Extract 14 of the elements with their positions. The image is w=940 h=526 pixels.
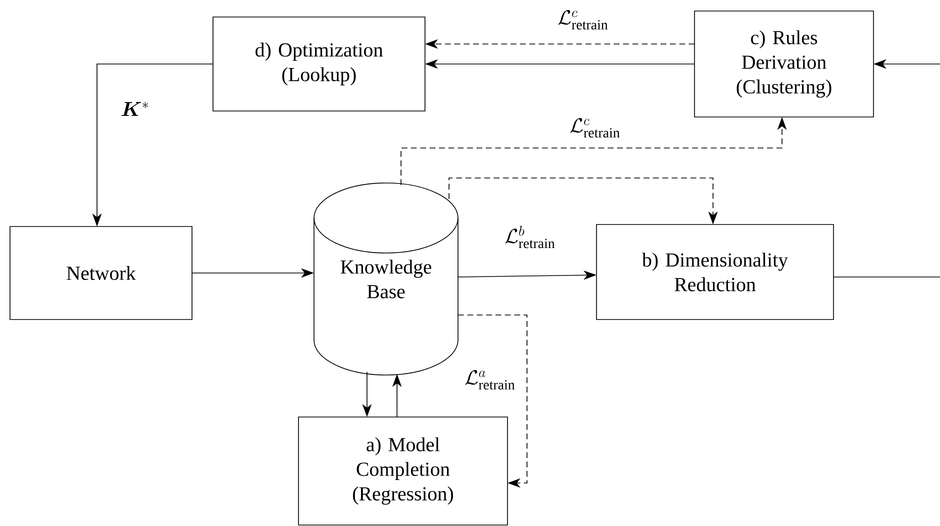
dashed-arrow xyxy=(458,314,528,488)
cylinder: Knowledge Base xyxy=(314,182,458,376)
process-box: b) Dimensionality Reduction xyxy=(596,224,834,320)
line xyxy=(833,276,940,278)
node-label: Knowledge Base xyxy=(340,260,432,298)
edge-label: $\mathcal{L}^{c}_{\mathrm{retrain}}$ xyxy=(570,118,620,138)
process-box: a) Model Completion (Regression) xyxy=(298,416,508,526)
process-box: Network xyxy=(10,226,192,320)
edge-label: $\mathcal{L}^{c}_{\mathrm{retrain}}$ xyxy=(558,10,608,30)
edge-label: $\mathcal{L}^{a}_{\mathrm{retrain}}$ xyxy=(465,370,515,390)
process-box: c) Rules Derivation (Clustering) xyxy=(694,10,874,118)
edge-label: $\mathcal{L}^{b}_{\mathrm{retrain}}$ xyxy=(505,226,555,248)
process-box: d) Optimization (Lookup) xyxy=(212,16,426,112)
edge-label: $\boldsymbol{K}^{*}$ xyxy=(122,102,148,116)
